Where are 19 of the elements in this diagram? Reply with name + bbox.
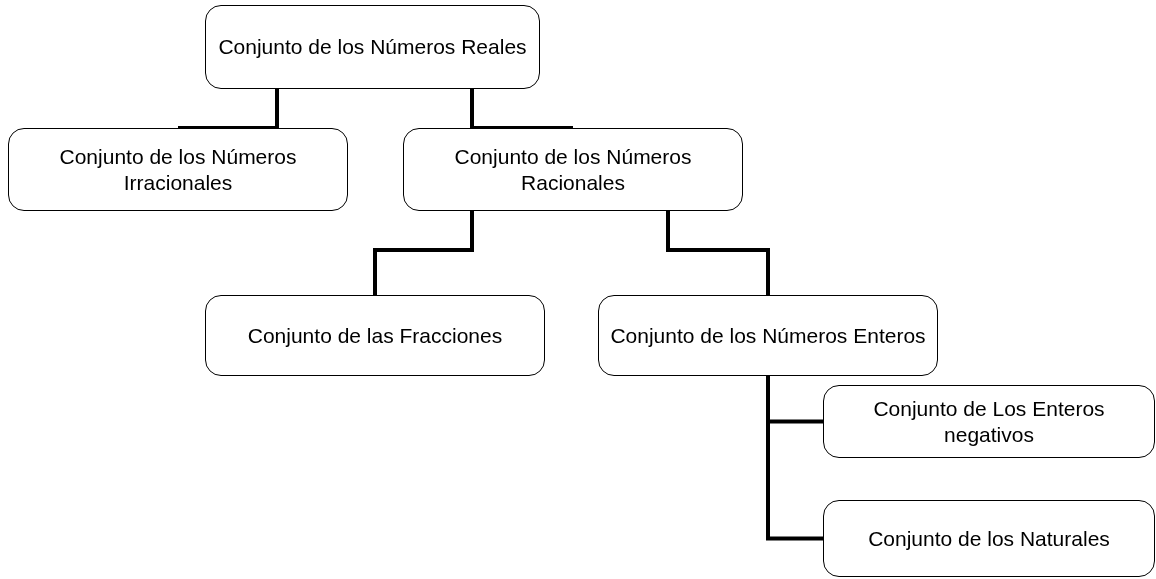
connector-line [666, 211, 770, 295]
connector-line [176, 89, 279, 130]
box-label: Conjunto de los Números Reales [218, 34, 527, 60]
rounded-box [8, 128, 348, 211]
box-label: Conjunto de los Naturales [868, 525, 1110, 552]
box-label: Conjunto de los Números Irracionales [58, 144, 298, 195]
connector-line [470, 89, 575, 130]
rounded-box [823, 385, 1155, 458]
rounded-box [403, 128, 743, 211]
box-label: Conjunto de las Fracciones [247, 322, 503, 349]
box-label: Conjunto de los Números Enteros [610, 322, 926, 349]
box-label: Conjunto de Los Enteros negativos [872, 396, 1106, 447]
connector-line [373, 211, 474, 295]
rounded-box [598, 295, 938, 376]
connector-line [766, 376, 823, 541]
rounded-box [205, 5, 540, 89]
rounded-box [823, 500, 1155, 577]
box-label: Conjunto de los Números Racionales [453, 144, 693, 195]
rounded-box [205, 295, 545, 376]
